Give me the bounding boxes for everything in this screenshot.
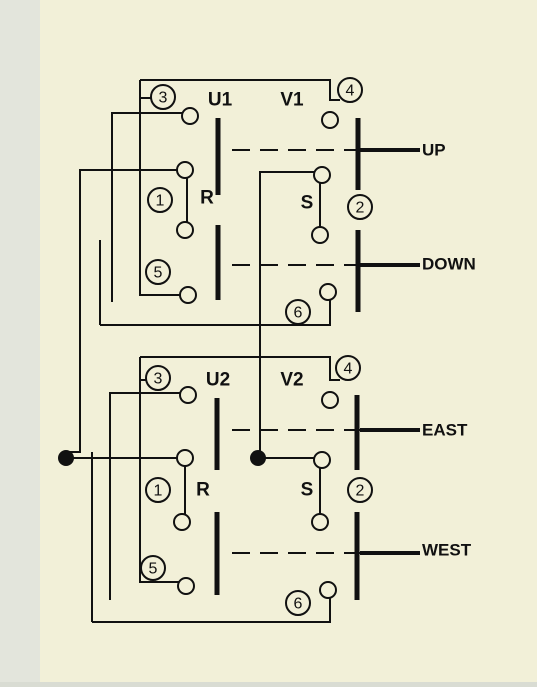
contact-top-S-lower: [311, 226, 329, 244]
contact-top-R-upper: [176, 161, 194, 179]
wire-bot-3-to-5: [139, 357, 180, 583]
wires: [65, 79, 420, 623]
contact-bot-R-lower: [173, 513, 191, 531]
contact-bot-V2: [321, 391, 339, 409]
badge-top-5-text: 5: [154, 265, 163, 282]
paper-edge-shade: [0, 0, 40, 682]
badge-top-2-text: 2: [356, 200, 365, 217]
label-top-S: S: [301, 193, 314, 214]
label-bot-R: R: [196, 480, 210, 501]
contact-top-V1: [321, 111, 339, 129]
badge-top-3: [150, 84, 176, 110]
contact-bot-U2: [179, 386, 197, 404]
badge-top-2: [347, 194, 373, 220]
label-V2: V2: [280, 370, 303, 391]
badge-top-4: [337, 77, 363, 103]
badge-bot-3-text: 3: [154, 371, 163, 388]
badge-top-6: [285, 299, 311, 325]
badge-bot-2-text: 2: [356, 483, 365, 500]
terminal-numbers: 3 4 1 2 5 6 3 4 1 2 5 6: [149, 83, 365, 613]
label-bot-S: S: [301, 480, 314, 501]
badge-top-6-text: 6: [294, 305, 303, 322]
badge-top-3-text: 3: [159, 90, 168, 107]
badge-top-4-text: 4: [346, 83, 355, 100]
terminal-badges: [140, 77, 373, 616]
label-west: WEST: [422, 541, 472, 560]
junction-dot-left: [58, 450, 74, 466]
junction-dot-center: [250, 450, 266, 466]
contact-top-R-lower: [176, 221, 194, 239]
contact-bot-R-upper: [176, 449, 194, 467]
wire-bot-6-return: [92, 594, 331, 623]
wire-bot-U2-left: [109, 392, 185, 600]
wire-top-S-to-bottom: [259, 171, 320, 458]
contact-top-5: [179, 286, 197, 304]
switch-blades: [214, 118, 361, 600]
badge-top-1-text: 1: [156, 193, 165, 210]
label-up: UP: [422, 141, 446, 160]
label-east: EAST: [422, 421, 468, 440]
badge-bot-6-text: 6: [294, 596, 303, 613]
wire-top-R-left: [65, 169, 180, 453]
badge-bot-1: [145, 477, 171, 503]
contact-bot-6: [319, 581, 337, 599]
label-U1: U1: [208, 90, 233, 111]
label-top-R: R: [200, 188, 214, 209]
badge-bot-3: [145, 365, 171, 391]
wire-bot-3-4-loop: [140, 356, 340, 381]
label-V1: V1: [280, 90, 304, 111]
badge-bot-4: [335, 355, 361, 381]
label-down: DOWN: [422, 255, 476, 274]
badge-top-5: [145, 259, 171, 285]
switch-labels: U1 V1 R S U2 V2 R S: [196, 90, 313, 501]
output-labels: UP DOWN EAST WEST: [422, 141, 476, 560]
badge-bot-4-text: 4: [344, 361, 353, 378]
contact-bot-S-upper: [313, 451, 331, 469]
wire-top-3-4-loop: [140, 79, 340, 101]
badge-top-1: [147, 187, 173, 213]
badge-bot-2: [347, 477, 373, 503]
contact-top-S-upper: [313, 166, 331, 184]
label-U2: U2: [206, 370, 230, 391]
badge-bot-6: [285, 590, 311, 616]
contact-top-6: [319, 283, 337, 301]
wire-top-U1-left: [111, 112, 187, 302]
wire-top-3-to-5: [139, 80, 180, 296]
badge-bot-5: [140, 555, 166, 581]
badge-bot-5-text: 5: [149, 561, 158, 578]
contact-top-U1: [181, 107, 199, 125]
wire-top-6-return: [100, 297, 331, 326]
contacts: [173, 107, 339, 599]
contact-bot-5: [177, 577, 195, 595]
contact-bot-S-lower: [311, 513, 329, 531]
badge-bot-1-text: 1: [154, 483, 163, 500]
